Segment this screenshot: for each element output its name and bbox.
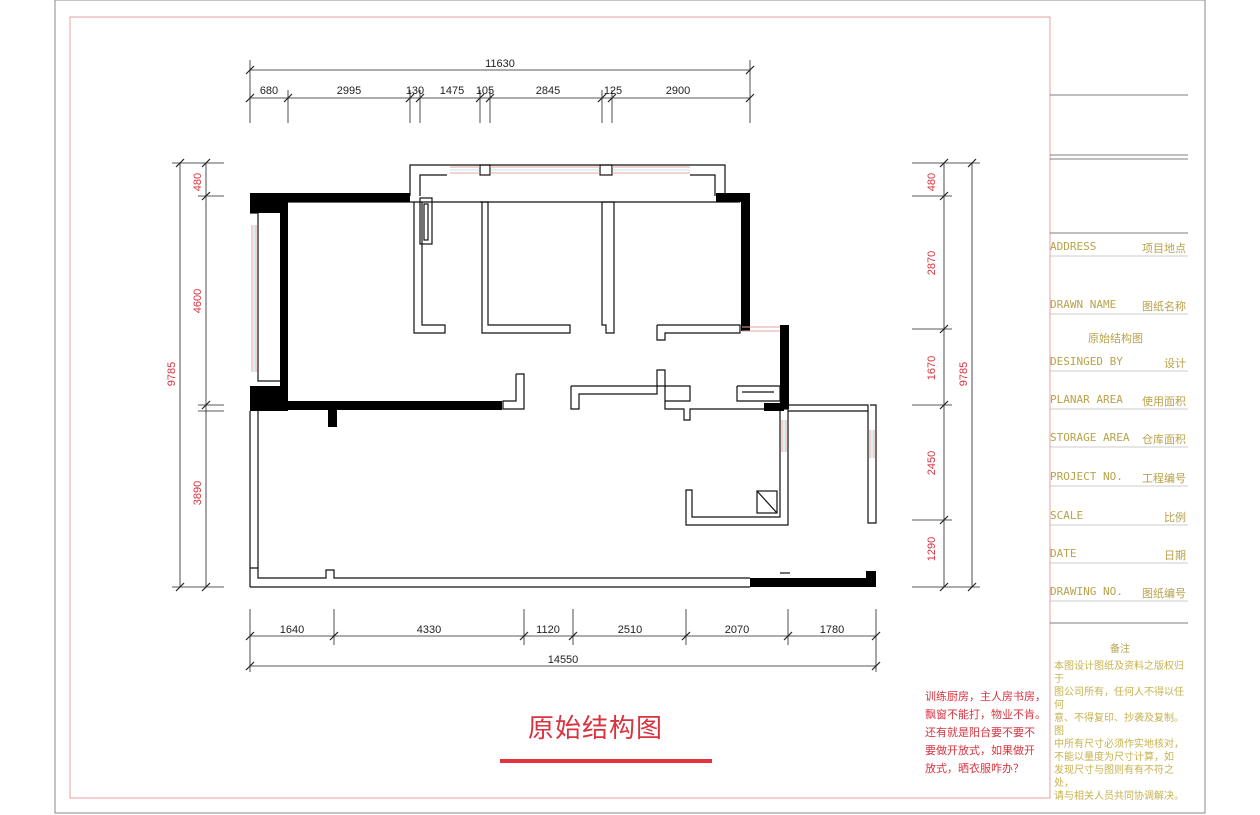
plan-title: 原始结构图	[528, 714, 664, 744]
title-block-value: 图纸名称	[1142, 300, 1186, 313]
dimension-label: 1120	[536, 624, 560, 636]
dimension-label: 2900	[665, 85, 691, 97]
dimension-ticks	[175, 65, 977, 671]
title-block-value: 图纸编号	[1142, 587, 1186, 600]
dimension-label: 3890	[192, 480, 204, 506]
dimension-label: 11630	[485, 58, 515, 70]
annotation-note: 训练厨房，主人房书房， 飘窗不能打，物业不肯。 还有就是阳台要不要不 要做开放式…	[925, 688, 1050, 778]
title-block-value: 仓库面积	[1142, 433, 1186, 446]
title-block-label: STORAGE AREA	[1050, 431, 1130, 444]
dimension-label: 2845	[535, 85, 561, 97]
dimension-label: 105	[475, 85, 495, 97]
title-block-label: DESINGED BY	[1050, 355, 1123, 368]
dimension-label: 14550	[547, 654, 579, 666]
title-block-row-lines	[1050, 255, 1188, 602]
title-block-label: DRAWING NO.	[1050, 585, 1123, 598]
plan-thin-walls	[249, 164, 877, 588]
title-block-label: ADDRESS	[1050, 240, 1097, 253]
dimension-label: 4330	[416, 624, 442, 636]
dimension-label: 1290	[926, 536, 938, 562]
title-block-label: PROJECT NO.	[1050, 470, 1123, 483]
notes-line: 图公司所有，任何人不得以任何	[1054, 687, 1184, 711]
title-block-lines	[1050, 94, 1188, 624]
dimension-label: 1670	[926, 355, 938, 381]
plan-window-glass	[253, 169, 873, 458]
drawing-frame	[69, 16, 1051, 799]
annotation-line: 放式，晒衣服咋办？	[925, 762, 1024, 775]
dimension-label: 480	[926, 172, 938, 192]
dimension-label: 9785	[166, 361, 178, 387]
dimension-label: 2995	[336, 85, 362, 97]
drawing-name-value: 原始结构图	[1088, 332, 1143, 345]
dimension-label: 1475	[439, 85, 465, 97]
dimension-label: 125	[603, 85, 623, 97]
notes-line: 中所有尺寸必须作实地核对，	[1054, 739, 1184, 750]
title-block-label: DRAWN NAME	[1050, 298, 1117, 311]
dimension-label: 2070	[724, 624, 750, 636]
dimension-label: 4600	[192, 288, 204, 314]
annotation-line: 要做开放式，如果做开	[925, 744, 1035, 757]
annotation-line: 飘窗不能打，物业不肯。	[925, 708, 1046, 721]
title-block-label: DATE	[1050, 547, 1077, 560]
notes-body: 本图设计图纸及资料之版权归于 图公司所有，任何人不得以任何 意、不得复印、抄袭及…	[1054, 660, 1189, 803]
title-block-value: 日期	[1164, 549, 1186, 562]
dimension-label: 9785	[958, 361, 970, 387]
title-block-value: 比例	[1164, 511, 1186, 524]
title-block-label: SCALE	[1050, 509, 1084, 522]
annotation-line: 还有就是阳台要不要不	[925, 726, 1035, 739]
dimension-label: 1780	[819, 624, 845, 636]
dimension-label: 2510	[617, 624, 643, 636]
title-block-value: 项目地点	[1142, 242, 1186, 255]
plan-bearing-walls	[250, 193, 876, 587]
title-underline	[500, 759, 712, 763]
title-block-label: PLANAR AREA	[1050, 393, 1123, 406]
notes-line: 不能以量度为尺寸计算，如	[1054, 752, 1174, 763]
dimension-label: 2870	[926, 250, 938, 276]
dimension-label: 480	[192, 172, 204, 192]
dimension-label: 680	[259, 85, 279, 97]
dimension-label: 130	[405, 85, 425, 97]
notes-title: 备注	[1110, 644, 1130, 655]
notes-line: 本图设计图纸及资料之版权归于	[1054, 661, 1184, 685]
plan-windows	[251, 166, 875, 458]
annotation-line: 训练厨房，主人房书房，	[925, 690, 1046, 703]
notes-line: 请与相关人员共同协调解决。	[1054, 791, 1184, 802]
title-block-value: 设计	[1164, 357, 1186, 370]
sheet-outer-border	[54, 0, 1206, 814]
title-block-value: 工程编号	[1142, 472, 1186, 485]
title-block-value: 使用面积	[1142, 395, 1186, 408]
notes-line: 意、不得复印、抄袭及复制。图	[1054, 713, 1184, 737]
dimension-label: 2450	[926, 450, 938, 476]
notes-line: 发现尺寸与图则有有不符之处，	[1054, 765, 1174, 789]
dimension-label: 1640	[279, 624, 305, 636]
